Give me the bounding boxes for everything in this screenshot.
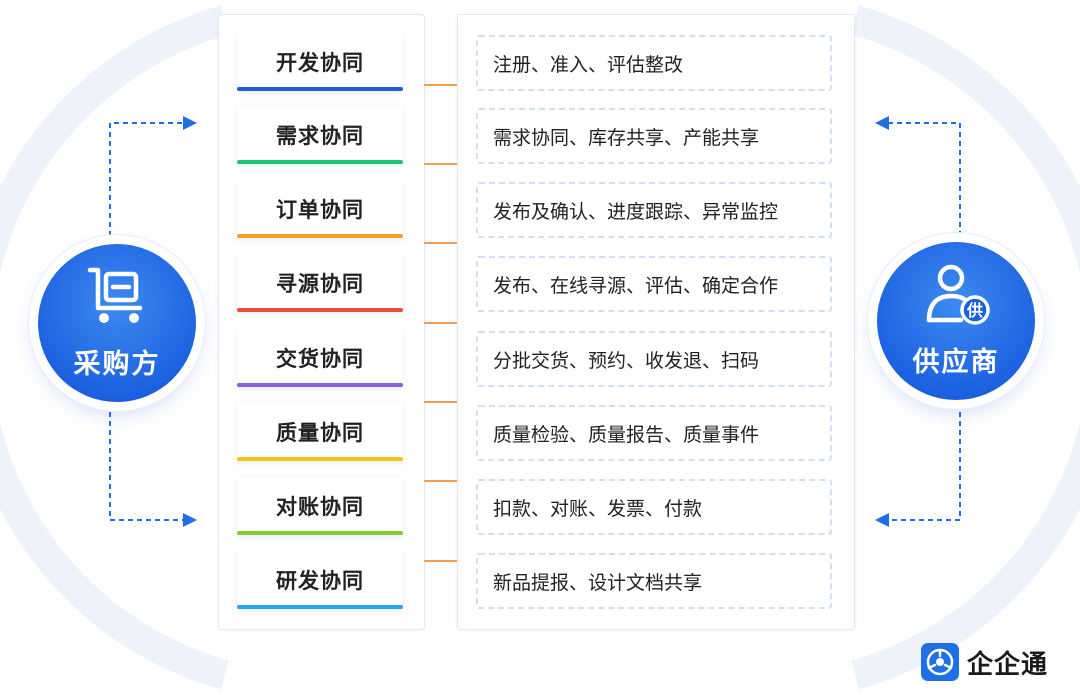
category-color-bar — [237, 457, 403, 461]
buyer-node: 采购方 — [38, 244, 196, 402]
supplier-label: 供应商 — [912, 347, 1000, 378]
category-quality: 质量协同 — [237, 403, 403, 461]
description-text: 注册、准入、评估整改 — [493, 53, 684, 76]
category-color-bar — [237, 87, 403, 91]
category-reconciliation: 对账协同 — [237, 477, 403, 535]
category-color-bar — [237, 531, 403, 535]
description-box: 分批交货、预约、收发退、扫码 — [476, 331, 832, 387]
connector-line — [424, 163, 457, 165]
connector-line — [424, 242, 457, 244]
category-color-bar — [237, 605, 403, 609]
category-color-bar — [237, 160, 403, 164]
category-rnd: 研发协同 — [237, 551, 403, 609]
supplier-badge-text: 供 — [966, 301, 983, 320]
connector-line — [424, 560, 457, 562]
category-color-bar — [237, 234, 403, 238]
buyer-label: 采购方 — [73, 349, 161, 380]
connector-line — [424, 401, 457, 403]
category-label: 寻源协同 — [276, 272, 364, 296]
category-label: 订单协同 — [276, 198, 364, 222]
description-box: 新品提报、设计文档共享 — [476, 553, 832, 609]
qiqitong-logo-icon — [921, 643, 959, 681]
category-development: 开发协同 — [237, 33, 403, 91]
supplier-node: 供 供应商 — [877, 242, 1035, 400]
connector-line — [424, 84, 457, 86]
shopping-cart-icon — [87, 267, 143, 323]
description-text: 质量检验、质量报告、质量事件 — [493, 423, 760, 446]
brand-name: 企企通 — [967, 649, 1049, 680]
category-label: 对账协同 — [276, 495, 364, 519]
description-box: 注册、准入、评估整改 — [476, 35, 832, 91]
description-box: 扣款、对账、发票、付款 — [476, 479, 832, 535]
category-demand: 需求协同 — [237, 106, 403, 164]
description-box: 质量检验、质量报告、质量事件 — [476, 405, 832, 461]
category-order: 订单协同 — [237, 180, 403, 238]
category-label: 交货协同 — [276, 347, 364, 371]
category-color-bar — [237, 383, 403, 387]
description-text: 分批交货、预约、收发退、扫码 — [493, 349, 760, 372]
connector-line — [424, 322, 457, 324]
category-label: 质量协同 — [276, 421, 364, 445]
category-color-bar — [237, 308, 403, 312]
description-text: 发布、在线寻源、评估、确定合作 — [493, 274, 779, 297]
category-delivery: 交货协同 — [237, 329, 403, 387]
supplier-user-icon: 供 — [926, 264, 990, 325]
description-text: 发布及确认、进度跟踪、异常监控 — [493, 200, 779, 223]
description-box: 发布、在线寻源、评估、确定合作 — [476, 256, 832, 312]
description-box: 发布及确认、进度跟踪、异常监控 — [476, 182, 832, 238]
description-panel — [457, 14, 855, 630]
description-text: 新品提报、设计文档共享 — [493, 571, 703, 594]
connector-line — [424, 480, 457, 482]
category-label: 开发协同 — [276, 51, 364, 75]
description-text: 扣款、对账、发票、付款 — [493, 497, 703, 520]
brand: 企企通 — [921, 641, 1048, 683]
description-text: 需求协同、库存共享、产能共享 — [493, 126, 760, 149]
category-label: 研发协同 — [276, 569, 364, 593]
category-label: 需求协同 — [276, 124, 364, 148]
description-box: 需求协同、库存共享、产能共享 — [476, 108, 832, 164]
category-sourcing: 寻源协同 — [237, 254, 403, 312]
